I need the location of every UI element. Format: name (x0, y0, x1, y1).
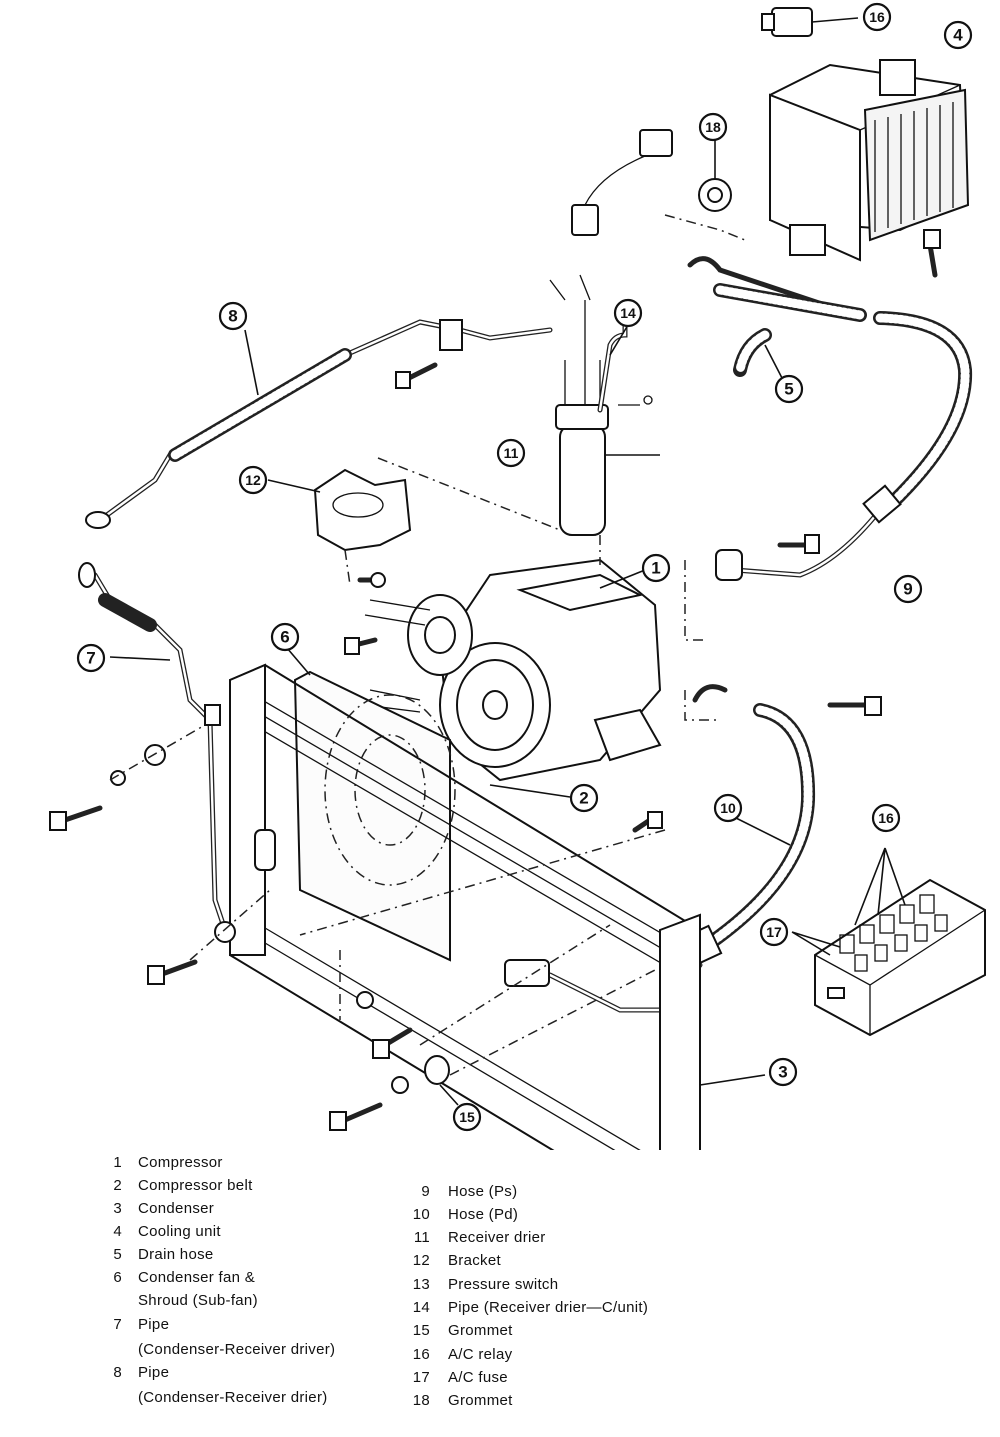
callout-4: 4 (943, 20, 973, 50)
assembly-lines (109, 535, 720, 1076)
condenser-fan-shroud (286, 647, 456, 962)
callout-10: 10 (713, 793, 743, 823)
callout-1: 1 (641, 553, 671, 583)
receiver-drier (549, 274, 660, 536)
svg-text:14: 14 (620, 305, 636, 321)
callout-17: 17 (759, 917, 789, 947)
callout-14: 14 (613, 298, 643, 328)
callout-5: 5 (774, 374, 804, 404)
callout-16-box: 16 (871, 803, 901, 833)
callout-8: 8 (218, 301, 248, 331)
ac-relay-top (761, 7, 859, 37)
callout-2: 2 (569, 783, 599, 813)
pressure-switch (571, 129, 673, 236)
fuse-relay-box (791, 847, 986, 1037)
pipe-8 (97, 319, 553, 523)
svg-text:5: 5 (784, 380, 793, 399)
svg-text:7: 7 (86, 649, 95, 668)
svg-text:8: 8 (228, 307, 237, 326)
svg-text:3: 3 (778, 1063, 787, 1082)
drain-hose (733, 328, 783, 379)
bolts (49, 229, 941, 1131)
bracket (267, 457, 561, 586)
callout-9: 9 (893, 574, 923, 604)
pipe-7 (78, 511, 228, 933)
compressor-belt (364, 599, 571, 798)
compressor (407, 558, 662, 782)
callout-16-relay: 16 (862, 2, 892, 32)
svg-text:18: 18 (705, 119, 721, 135)
callout-12: 12 (238, 465, 268, 495)
cooling-unit (769, 59, 970, 262)
svg-text:15: 15 (459, 1109, 475, 1125)
callout-3: 3 (768, 1057, 798, 1087)
svg-text:9: 9 (903, 580, 912, 599)
grommet-15-part (424, 1055, 459, 1106)
pipe-receiver-to-unit (597, 317, 653, 413)
condenser (229, 663, 766, 1150)
callout-15: 15 (452, 1102, 482, 1132)
callout-18: 18 (698, 112, 728, 142)
suction-hose-9 (687, 256, 973, 581)
callout-6: 6 (270, 622, 300, 652)
svg-text:4: 4 (953, 26, 963, 45)
grommet-18-part (664, 140, 746, 241)
ac-system-exploded-diagram: 1 2 3 4 5 6 7 8 9 10 11 12 14 15 16 16 1… (49, 2, 986, 1150)
svg-text:2: 2 (579, 789, 588, 808)
svg-text:16: 16 (878, 810, 894, 826)
svg-text:1: 1 (651, 559, 660, 578)
svg-text:17: 17 (766, 924, 782, 940)
svg-text:11: 11 (504, 445, 519, 461)
svg-text:16: 16 (869, 9, 885, 25)
svg-text:10: 10 (720, 800, 736, 816)
svg-text:12: 12 (245, 472, 261, 488)
callout-7: 7 (76, 643, 106, 673)
svg-text:6: 6 (280, 628, 289, 647)
callout-11: 11 (496, 438, 526, 468)
